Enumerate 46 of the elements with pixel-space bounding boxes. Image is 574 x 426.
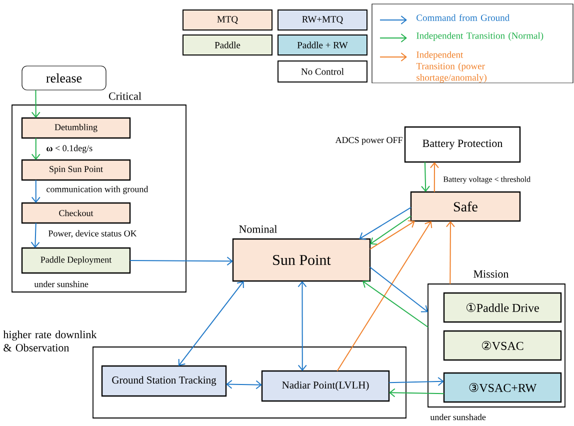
arrow xyxy=(362,280,428,328)
edge-label: ω < 0.1deg/s xyxy=(45,144,94,154)
arrow xyxy=(370,266,428,312)
arrow xyxy=(31,138,40,160)
note-text: under sunshade xyxy=(430,414,486,420)
start-box: release xyxy=(22,66,106,90)
legend-text: Independent Transition (Normal) xyxy=(416,32,544,41)
arrow xyxy=(370,220,415,250)
arrow xyxy=(421,162,430,192)
legend-text: Independent Transition (power shortage/anomaly) xyxy=(416,51,486,83)
state-box: Safe xyxy=(410,191,521,222)
state-box: Battery Protection xyxy=(404,126,521,163)
note-text: under sunshine xyxy=(34,280,88,288)
arrow xyxy=(130,256,233,266)
state-box: Nadiar Point(LVLH) xyxy=(261,370,390,402)
arrow xyxy=(370,216,412,245)
arrow xyxy=(31,90,40,118)
note-text: ADCS power OFF xyxy=(335,137,402,145)
arrow xyxy=(389,388,444,398)
state-box: Spin Sun Point xyxy=(21,159,131,181)
group-heading: Nominal xyxy=(239,225,278,233)
arrow xyxy=(298,281,307,371)
edge-label: Power, device status OK xyxy=(47,229,138,239)
arrow xyxy=(359,206,412,240)
state-box: Ground Station Tracking xyxy=(101,365,227,397)
state-box: ②VSAC xyxy=(443,330,562,361)
legend-text: Command from Ground xyxy=(416,14,510,21)
group-heading: Critical xyxy=(108,92,142,100)
arrow xyxy=(30,222,40,248)
arrow xyxy=(430,162,439,192)
arrow xyxy=(31,180,40,203)
state-box: ①Paddle Drive xyxy=(443,292,562,323)
edge-label: Battery voltage < threshold xyxy=(442,175,532,185)
arrow xyxy=(226,380,262,390)
state-box: Paddle Deployment xyxy=(21,247,131,274)
edge-label: communication with ground xyxy=(45,184,150,196)
arrow xyxy=(336,221,432,372)
group-heading: Mission xyxy=(474,270,509,278)
state-box: ③VSAC+RW xyxy=(443,372,562,403)
arrow xyxy=(446,221,455,284)
state-box: Sun Point xyxy=(232,238,371,282)
state-box: Detumbling xyxy=(21,117,131,139)
arrow xyxy=(178,281,244,366)
arrow xyxy=(388,376,444,386)
group-heading: higher rate downlink & Observation xyxy=(3,330,97,352)
state-box: Checkout xyxy=(21,202,131,224)
